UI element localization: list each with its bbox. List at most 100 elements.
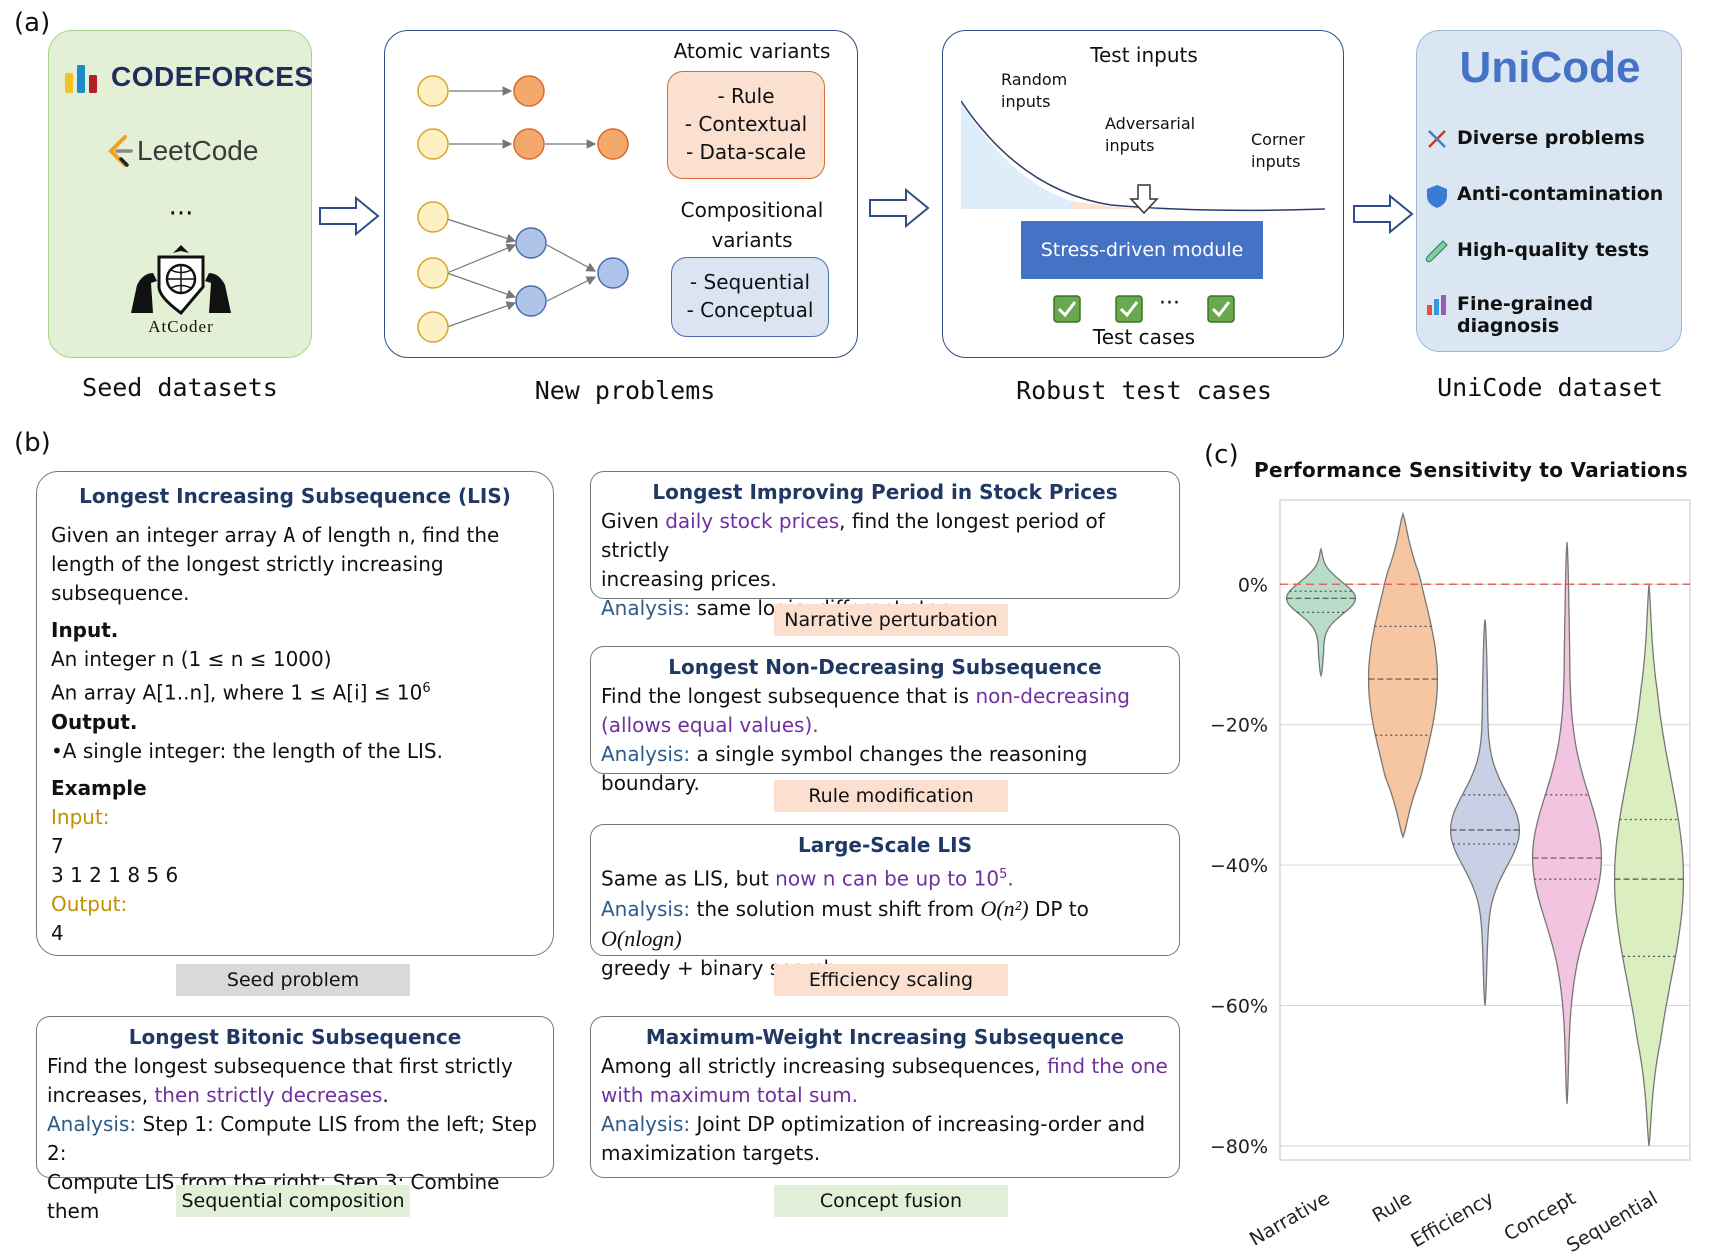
x-tick-label: Narrative <box>1246 1187 1334 1250</box>
down-arrow-icon <box>1129 183 1159 219</box>
desc-line: subsequence. <box>51 581 190 605</box>
feature-high-quality-tests: High-quality tests <box>1457 239 1650 261</box>
maxweight-title: Maximum-Weight Increasing Subsequence <box>645 1025 1125 1049</box>
violin-narrative <box>1285 546 1357 678</box>
bitonic-highlight: then strictly decreases <box>154 1083 383 1107</box>
leetcode-logo-icon <box>107 135 133 171</box>
nondecreasing-line: (allows equal values). <box>601 713 819 737</box>
largescale-text: DP to <box>1028 896 1089 921</box>
seed-datasets-caption: Seed datasets <box>82 373 278 402</box>
bitonic-text: increases, <box>47 1083 155 1107</box>
shield-icon <box>1425 183 1449 213</box>
maxweight-line: Among all strictly increasing subsequenc… <box>601 1052 1169 1081</box>
atomic-item: - Contextual <box>684 112 808 136</box>
nondecreasing-analysis: Analysis: a single symbol changes the re… <box>601 740 1169 798</box>
analysis-label: Analysis: <box>47 1112 137 1136</box>
panel-c-label: (c) <box>1204 440 1239 470</box>
x-tick-label: Sequential <box>1563 1187 1662 1256</box>
chart-title: Performance Sensitivity to Variations <box>1254 458 1688 482</box>
more-cases-dots: ··· <box>1159 291 1180 316</box>
example-output-label: Output: <box>51 891 128 916</box>
stock-text: , find the longest period of strictly <box>601 509 1105 562</box>
compositional-variants-list: - Sequential - Conceptual <box>671 257 829 337</box>
desc-var: A <box>283 523 296 547</box>
new-problems-caption: New problems <box>534 376 716 405</box>
stock-card: Longest Improving Period in Stock Prices… <box>590 471 1180 620</box>
largescale-title: Large-Scale LIS <box>797 833 972 857</box>
robust-test-cases-caption: Robust test cases <box>1016 376 1272 405</box>
flow-arrow-3 <box>1352 194 1414 234</box>
input-heading: Input. <box>51 618 119 642</box>
efficiency-scaling-tag: Efficiency scaling <box>774 964 1008 996</box>
violin-sequential <box>1613 584 1685 1147</box>
random-inputs-line: inputs <box>1001 92 1051 111</box>
nondecreasing-text: a single symbol changes the reasoning bo… <box>601 742 1088 795</box>
largescale-line: Same as LIS, but now n can be up to 105. <box>601 860 1169 894</box>
bitonic-line: increases, then strictly decreases. <box>47 1081 543 1110</box>
bitonic-title: Longest Bitonic Subsequence <box>128 1025 462 1049</box>
example-input-line: 7 <box>51 833 64 858</box>
stress-driven-module: Stress-driven module <box>1021 221 1263 279</box>
stock-text: Given <box>601 509 666 533</box>
nondecreasing-title: Longest Non-Decreasing Subsequence <box>668 655 1102 679</box>
random-inputs-line: Random <box>1001 70 1068 89</box>
corner-inputs-label: Corner inputs <box>1251 129 1305 173</box>
more-datasets-dots: ··· <box>168 199 194 229</box>
bitonic-text: Step 1: Compute LIS from the left; Step … <box>47 1112 537 1165</box>
output-line: •A single integer: the length of the LIS… <box>51 738 443 763</box>
dna-icon <box>1425 127 1449 155</box>
example-heading: Example <box>51 775 147 800</box>
panel-a-label: (a) <box>14 8 51 38</box>
maxweight-highlight: find the one <box>1047 1054 1168 1078</box>
flow-arrow-1 <box>318 196 380 236</box>
violin-concept <box>1531 542 1603 1104</box>
y-tick-label: −20% <box>1210 715 1268 737</box>
compositional-item: - Conceptual <box>686 298 814 322</box>
unicode-dataset-caption: UniCode dataset <box>1437 373 1663 402</box>
feature-anti-contamination: Anti-contamination <box>1457 183 1664 205</box>
unicode-logo: UniCode <box>1459 43 1641 92</box>
y-tick-label: 0% <box>1238 574 1268 596</box>
stock-line: Given daily stock prices, find the longe… <box>601 507 1169 565</box>
flow-arrow-2 <box>868 188 930 228</box>
random-inputs-label: Random inputs <box>1001 69 1067 113</box>
atcoder-emblem-icon <box>123 239 239 323</box>
narrative-perturbation-tag: Narrative perturbation <box>774 604 1008 636</box>
seed-problem-title: Longest Increasing Subsequence (LIS) <box>79 484 511 508</box>
unicode-dataset-box: UniCode Diverse problems Anti-contaminat… <box>1416 30 1682 352</box>
output-heading: Output. <box>51 709 138 734</box>
input-line: An integer n (1 ≤ n ≤ 1000) <box>51 647 332 671</box>
check-icon <box>1115 295 1143 327</box>
example-input-label: Input: <box>51 804 110 829</box>
problem-graph-diagram <box>417 75 629 343</box>
atomic-item: - Data-scale <box>685 140 807 164</box>
violin-efficiency <box>1449 619 1521 1006</box>
adversarial-inputs-line: inputs <box>1105 136 1155 155</box>
complexity-formula: O(n²) <box>980 895 1029 921</box>
y-tick-label: −40% <box>1210 855 1268 877</box>
stock-title: Longest Improving Period in Stock Prices <box>652 480 1118 504</box>
concept-fusion-tag: Concept fusion <box>774 1185 1008 1217</box>
maxweight-line: with maximum total sum. <box>601 1083 858 1107</box>
compositional-variants-title: Compositional variants <box>657 195 847 255</box>
maxweight-analysis: Analysis: Joint DP optimization of incre… <box>601 1110 1169 1139</box>
bitonic-analysis: Analysis: Step 1: Compute LIS from the l… <box>47 1110 543 1168</box>
maxweight-card: Maximum-Weight Increasing Subsequence Am… <box>590 1016 1180 1178</box>
test-cases-box: Test inputs Random inputs Adversarial in… <box>942 30 1344 358</box>
maxweight-text: Among all strictly increasing subsequenc… <box>601 1054 1048 1078</box>
superscript: 6 <box>422 681 431 696</box>
maxweight-text: Joint DP optimization of increasing-orde… <box>690 1112 1146 1136</box>
adversarial-inputs-line: Adversarial <box>1105 114 1196 133</box>
largescale-highlight: now n can be up to 10 <box>775 866 1000 891</box>
bitonic-card: Longest Bitonic Subsequence Find the lon… <box>36 1016 554 1223</box>
seed-datasets-box: CODEFORCES LeetCode ··· AtCoder <box>48 30 313 358</box>
y-tick-label: −60% <box>1210 996 1268 1018</box>
bar-chart-icon <box>1425 293 1449 321</box>
compositional-title-line: Compositional <box>680 198 824 222</box>
compositional-title-line: variants <box>711 228 793 252</box>
rule-modification-tag: Rule modification <box>774 780 1008 812</box>
check-icon <box>1053 295 1081 327</box>
new-problems-box: Atomic variants - Rule - Contextual - Da… <box>384 30 858 358</box>
test-inputs-title: Test inputs <box>1090 43 1198 67</box>
x-tick-label: Rule <box>1369 1187 1416 1227</box>
